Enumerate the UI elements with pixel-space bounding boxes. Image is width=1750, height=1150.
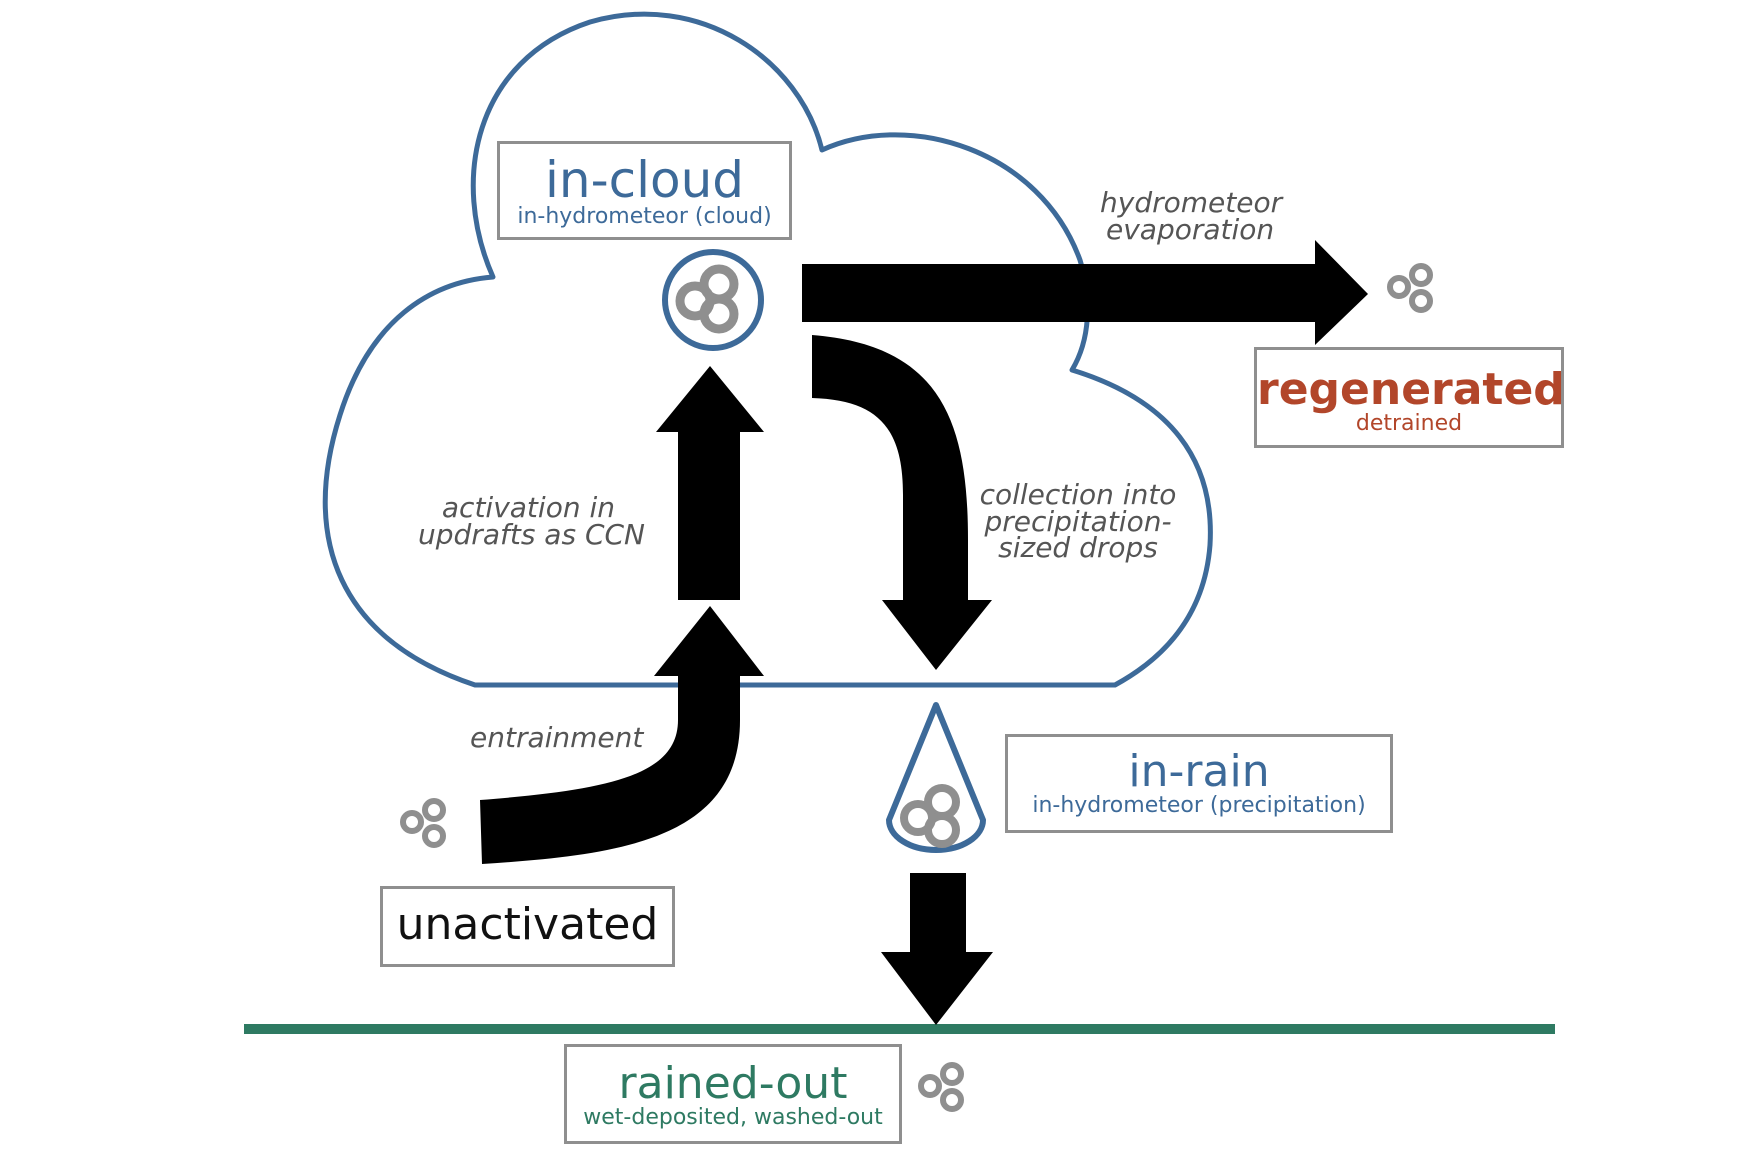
cloud-droplet-icon: [662, 249, 764, 351]
collection-line-1: collection into: [979, 478, 1177, 511]
collection-line-3: sized drops: [998, 531, 1158, 565]
evaporation-line-1: hydrometeor: [1100, 186, 1283, 219]
activation-line-1: activation in: [441, 491, 615, 524]
rainout-arrow: [881, 873, 993, 1025]
in-cloud-subtitle: in-hydrometeor (cloud): [517, 204, 772, 229]
evaporation-line-2: evaporation: [1106, 212, 1275, 246]
in-rain-title: in-rain: [1128, 746, 1270, 797]
collection-arrow: [812, 335, 992, 670]
activation-line-2: updrafts as CCN: [418, 517, 645, 551]
aerosol-cluster-icon: [403, 801, 443, 845]
rain-drop-icon: [886, 702, 986, 853]
regenerated-title: regenerated: [1257, 364, 1565, 415]
aerosol-cluster-icon: [1390, 266, 1430, 310]
unactivated-label: unactivated: [380, 886, 675, 967]
cloud-outline: [322, 11, 1213, 688]
rained-out-label: rained-out wet-deposited, washed-out: [564, 1044, 902, 1144]
collection-text: collection into precipitation- sized dro…: [978, 478, 1178, 565]
rained-out-subtitle: wet-deposited, washed-out: [583, 1105, 883, 1130]
activation-arrow: [656, 366, 764, 600]
in-cloud-label: in-cloud in-hydrometeor (cloud): [497, 141, 792, 240]
rained-out-title: rained-out: [618, 1058, 848, 1109]
unactivated-title: unactivated: [396, 899, 659, 950]
evaporation-text: hydrometeor evaporation: [1100, 186, 1283, 246]
entrainment-arrow: [480, 606, 764, 864]
entrainment-text: entrainment: [470, 721, 644, 754]
evaporation-arrow: [802, 240, 1368, 345]
collection-line-2: precipitation-: [984, 504, 1172, 538]
in-rain-label: in-rain in-hydrometeor (precipitation): [1005, 734, 1393, 833]
entrainment-line-1: entrainment: [470, 721, 644, 754]
regenerated-subtitle: detrained: [1355, 411, 1463, 436]
aerosol-cluster-icon: [921, 1065, 961, 1109]
in-cloud-title: in-cloud: [544, 151, 745, 209]
in-rain-subtitle: in-hydrometeor (precipitation): [1032, 793, 1366, 818]
activation-text: activation in updrafts as CCN: [405, 491, 645, 551]
regenerated-label: regenerated detrained: [1254, 347, 1565, 448]
